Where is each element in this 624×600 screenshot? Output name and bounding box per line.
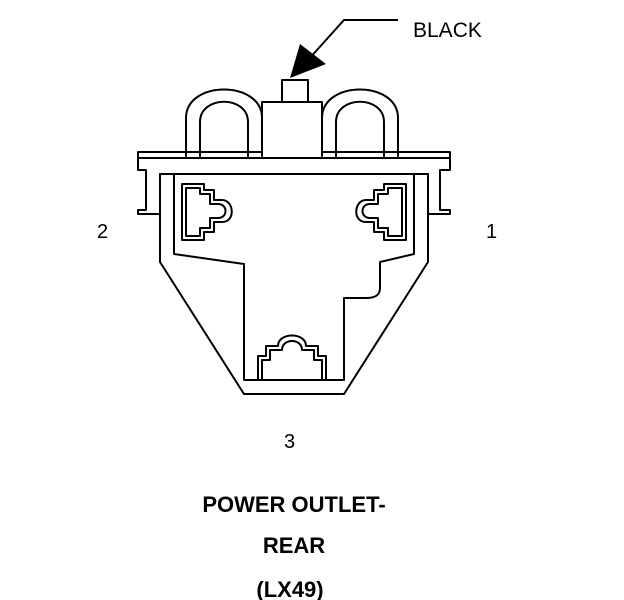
diagram-title-line1: POWER OUTLET- bbox=[202, 492, 385, 517]
right-latch bbox=[321, 88, 399, 157]
cross-cavity bbox=[243, 263, 345, 381]
terminal-cavity-1 bbox=[355, 183, 407, 241]
diagram-title-line3: (LX49) bbox=[256, 577, 323, 600]
diagram-title-line2: REAR bbox=[263, 533, 325, 558]
leader-line bbox=[307, 19, 398, 61]
key-tab bbox=[281, 79, 309, 103]
callout-label-black: BLACK bbox=[413, 19, 482, 42]
housing-outline bbox=[159, 173, 429, 395]
pin-label-3: 3 bbox=[284, 431, 295, 453]
left-latch-inner bbox=[199, 100, 249, 157]
pin-label-1: 1 bbox=[486, 221, 497, 243]
housing-inner-right bbox=[343, 173, 415, 381]
pin-label-2: 2 bbox=[97, 221, 108, 243]
left-latch bbox=[185, 88, 263, 157]
connector-body bbox=[137, 79, 451, 395]
leader-arrowhead bbox=[290, 44, 326, 78]
terminal-cavity-2-inner bbox=[185, 187, 227, 237]
right-latch-inner bbox=[335, 100, 385, 157]
terminal-cavity-3-inner bbox=[261, 340, 323, 381]
terminal-cavity-1-inner bbox=[361, 187, 403, 237]
terminal-cavity-3 bbox=[257, 334, 327, 381]
black-callout-leader bbox=[290, 19, 398, 78]
terminal-cavity-2 bbox=[181, 183, 233, 241]
housing-inner-left bbox=[173, 173, 245, 265]
